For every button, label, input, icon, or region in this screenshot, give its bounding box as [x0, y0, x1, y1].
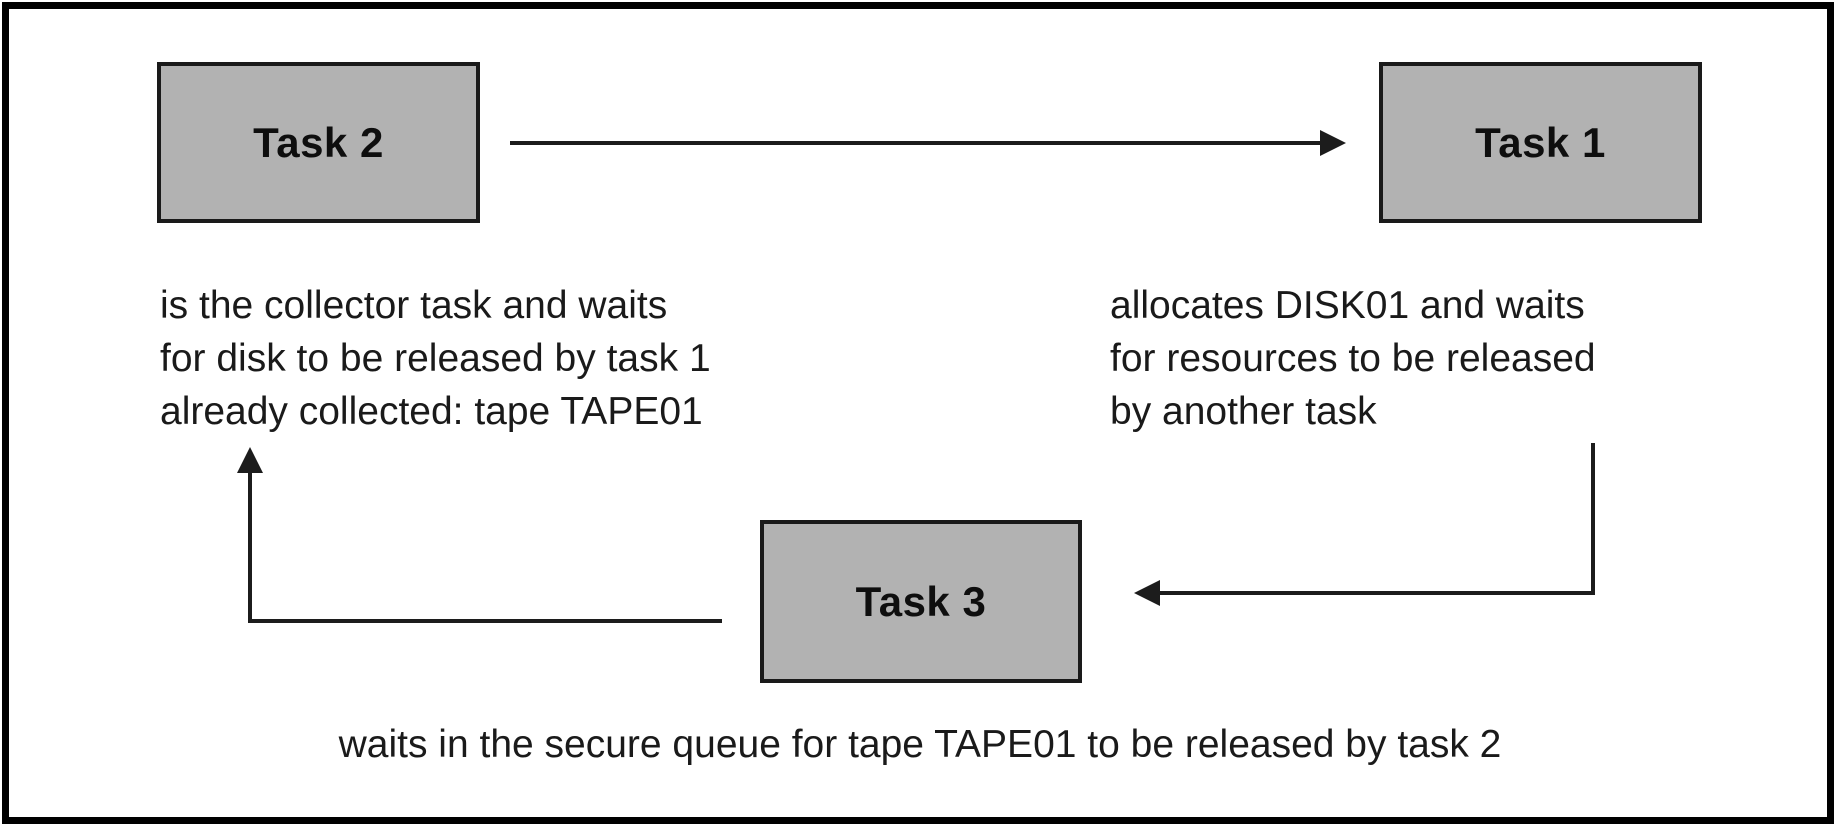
task2-note-line1: is the collector task and waits: [160, 284, 668, 327]
task2-box: Task 2: [157, 62, 480, 223]
task1-note-line2: for resources to be released: [1110, 337, 1596, 380]
task3-note-line1: waits in the secure queue for tape TAPE0…: [338, 723, 1502, 766]
task1-label: Task 1: [1475, 118, 1606, 166]
task1-note-line1: allocates DISK01 and waits: [1110, 284, 1585, 327]
task3-box: Task 3: [760, 520, 1082, 683]
arrowhead-up-icon: [237, 447, 263, 473]
arrowhead-right-icon: [1320, 130, 1346, 156]
arrow-task2-to-task1-line: [510, 141, 1320, 145]
task2-label: Task 2: [253, 118, 384, 166]
arrow-task3-to-task2-vertical-line: [248, 473, 252, 623]
task2-note-line2: for disk to be released by task 1: [160, 337, 711, 380]
task1-note: allocates DISK01 and waits for resources…: [1110, 279, 1596, 438]
task1-note-line3: by another task: [1110, 390, 1377, 433]
arrowhead-left-icon: [1134, 580, 1160, 606]
task2-note-line3: already collected: tape TAPE01: [160, 390, 703, 433]
arrow-task1-to-task3-vertical-line: [1591, 443, 1595, 595]
task1-box: Task 1: [1379, 62, 1702, 223]
task3-label: Task 3: [855, 577, 987, 625]
task2-note: is the collector task and waits for disk…: [160, 279, 711, 438]
arrow-task3-to-task2-horizontal-line: [248, 619, 722, 623]
task3-note: waits in the secure queue for tape TAPE0…: [0, 718, 1840, 771]
arrow-task1-to-task3-horizontal-line: [1160, 591, 1595, 595]
